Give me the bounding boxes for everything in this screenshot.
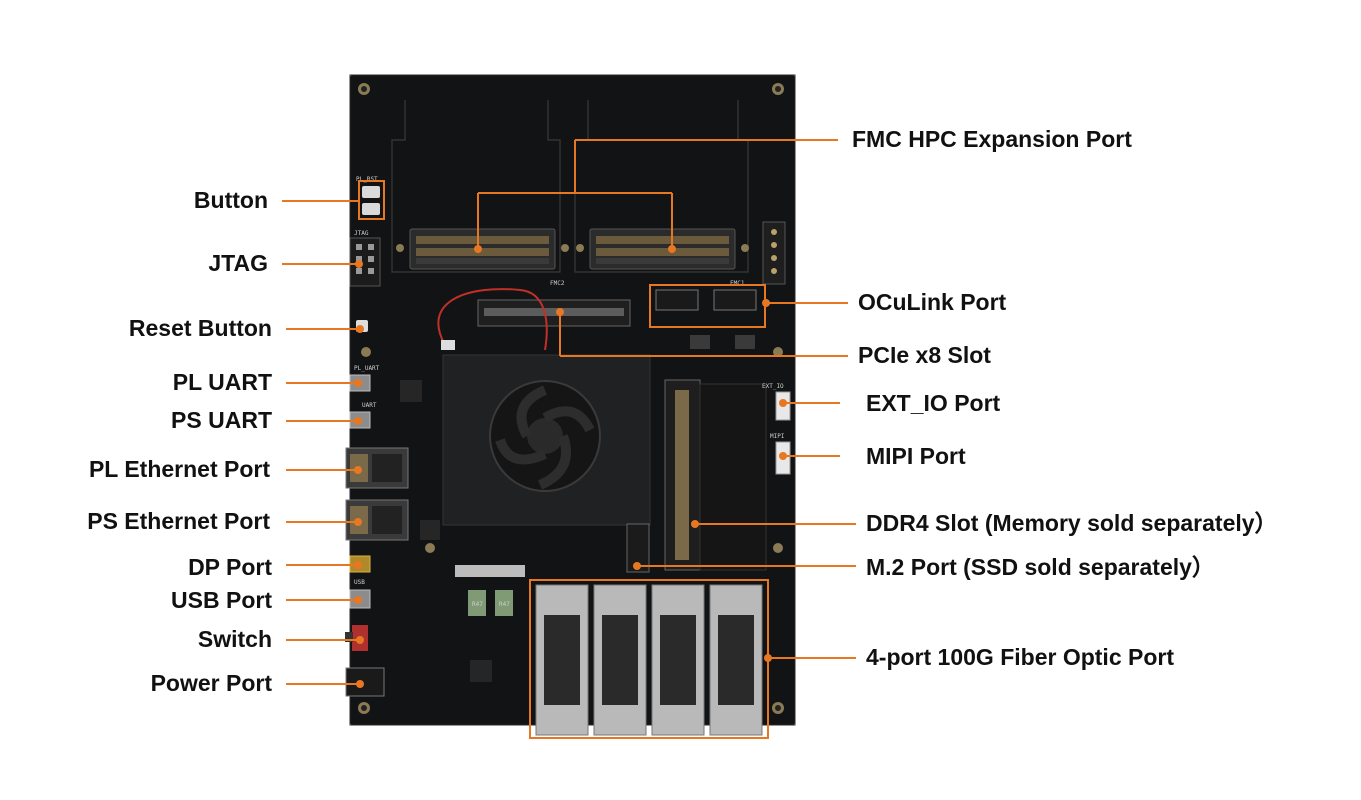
label-fmc-hpc: FMC HPC Expansion Port bbox=[852, 126, 1132, 152]
label-pcie: PCIe x8 Slot bbox=[858, 342, 991, 368]
fmc2-silk: FMC2 bbox=[550, 280, 565, 287]
label-jtag: JTAG bbox=[208, 250, 268, 276]
misc-components bbox=[400, 335, 755, 682]
label-pl-ethernet: PL Ethernet Port bbox=[88, 456, 270, 482]
label-power-port: Power Port bbox=[150, 670, 272, 696]
label-button: Button bbox=[193, 187, 268, 213]
user-buttons bbox=[362, 186, 380, 215]
jtag-silk: JTAG bbox=[354, 230, 369, 237]
switch-part bbox=[345, 625, 368, 651]
label-oculink: OCuLink Port bbox=[858, 289, 1007, 315]
pcie-slot bbox=[477, 299, 631, 327]
oculink-connectors bbox=[655, 289, 757, 311]
pl-rst-silk: PL_RST bbox=[356, 176, 378, 183]
resistor-silk-1: R47 bbox=[472, 601, 483, 608]
qsfp-cages bbox=[535, 584, 763, 736]
label-ext-io: EXT_IO Port bbox=[866, 390, 1001, 416]
leader-lines bbox=[282, 139, 856, 685]
label-mipi: MIPI Port bbox=[866, 443, 966, 469]
power-jack bbox=[345, 667, 385, 697]
jtag-header bbox=[349, 237, 381, 287]
mounting-holes bbox=[358, 83, 784, 714]
label-ddr4: DDR4 Slot (Memory sold separately） bbox=[866, 510, 1278, 536]
ps-uart-silk: UART bbox=[362, 402, 377, 409]
header-pins bbox=[762, 221, 786, 285]
m2-connector bbox=[626, 523, 650, 573]
leader-dots bbox=[354, 245, 787, 688]
pl-uart-silk: PL_UART bbox=[354, 365, 380, 372]
usb-silk: USB bbox=[354, 579, 365, 586]
fmc1-connector bbox=[576, 228, 749, 270]
label-dp-port: DP Port bbox=[188, 554, 272, 580]
ddr4-slot bbox=[664, 379, 767, 571]
mipi-silk: MIPI bbox=[770, 433, 785, 440]
label-m2: M.2 Port (SSD sold separately） bbox=[866, 554, 1215, 580]
fan-plug bbox=[441, 340, 455, 350]
label-switch: Switch bbox=[197, 626, 272, 652]
label-usb-port: USB Port bbox=[171, 587, 272, 613]
ext-io-silk: EXT_IO bbox=[762, 383, 784, 390]
label-ps-uart: PS UART bbox=[171, 407, 272, 433]
label-reset-button: Reset Button bbox=[128, 315, 272, 341]
fmc1-silk: FMC1 bbox=[730, 280, 745, 287]
label-ps-ethernet: PS Ethernet Port bbox=[87, 508, 270, 534]
fmc2-connector bbox=[396, 228, 569, 270]
label-fiber: 4-port 100G Fiber Optic Port bbox=[866, 644, 1174, 670]
fan-wire bbox=[437, 288, 548, 351]
label-pl-uart: PL UART bbox=[172, 369, 272, 395]
heatsink-fan bbox=[442, 354, 651, 526]
resistor-silk-2: R47 bbox=[499, 601, 510, 608]
